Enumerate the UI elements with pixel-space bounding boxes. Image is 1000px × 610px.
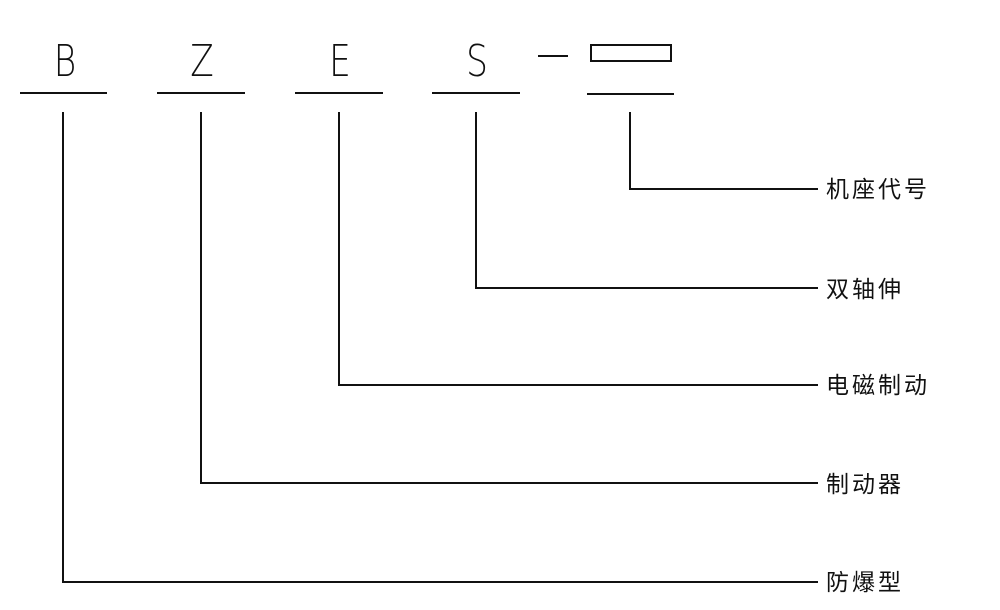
label-brake: 制动器 (826, 472, 904, 498)
separator-dash (538, 55, 568, 57)
label-frame-code: 机座代号 (826, 177, 930, 203)
code-letter-z: Z (190, 36, 214, 87)
leader-z (200, 112, 818, 484)
frame-code-placeholder-box (590, 44, 672, 62)
label-explosion-proof: 防爆型 (826, 570, 904, 596)
code-letter-b: B (53, 36, 77, 87)
code-letter-e: E (329, 36, 351, 87)
label-double-shaft: 双轴伸 (826, 277, 904, 303)
label-electromagnetic-brake: 电磁制动 (826, 373, 930, 399)
leader-frame (629, 112, 818, 190)
leader-s (475, 112, 818, 289)
leader-b (62, 112, 818, 583)
code-letter-s: S (466, 36, 488, 87)
leader-e (338, 112, 818, 386)
